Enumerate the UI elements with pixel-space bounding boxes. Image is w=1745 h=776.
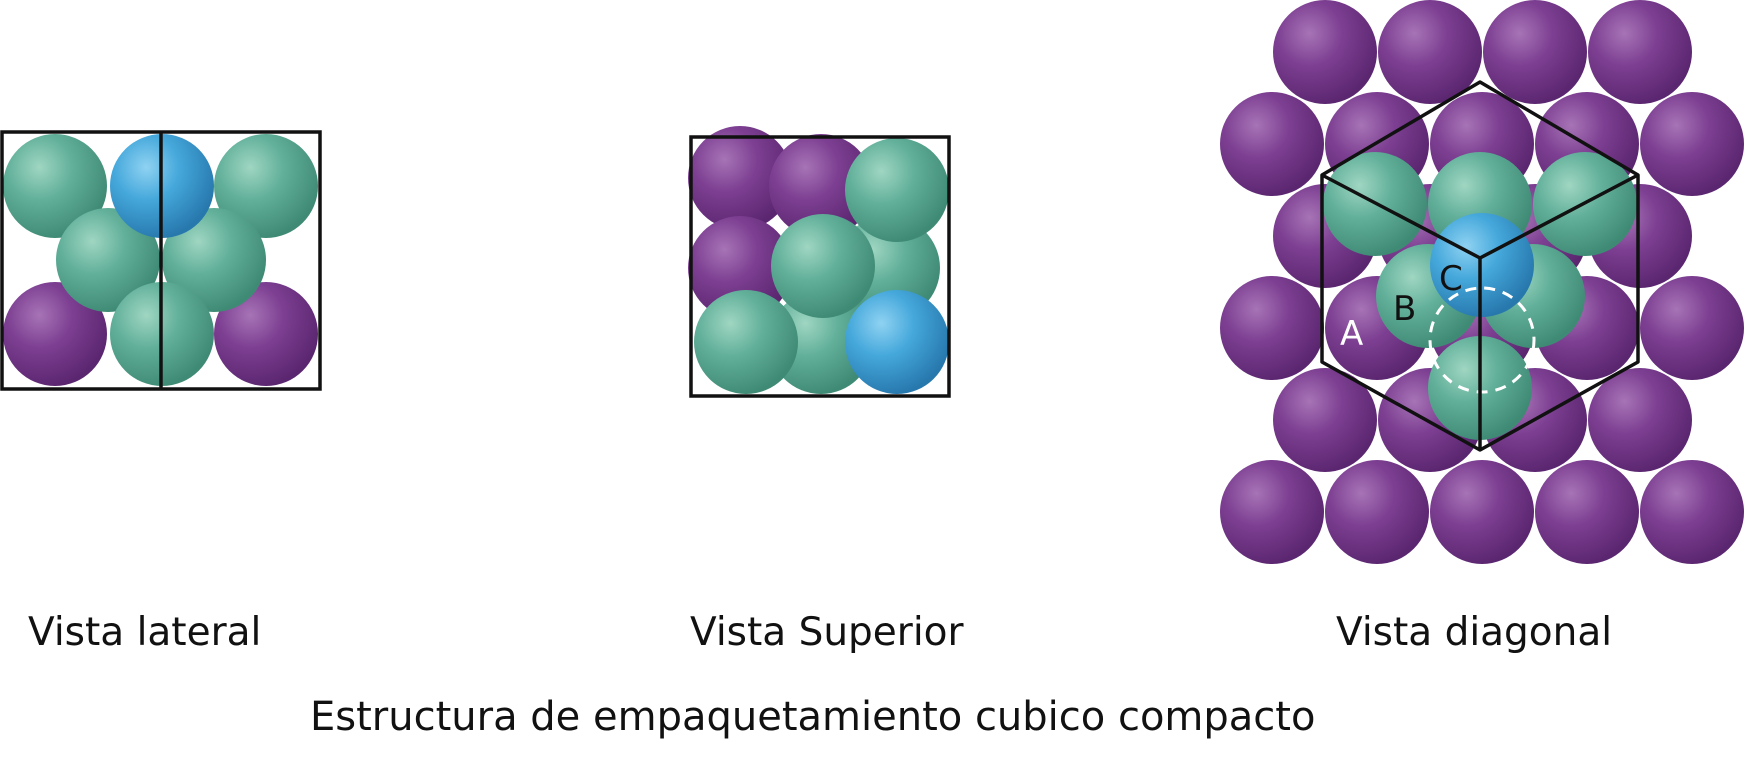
cube-edge	[1479, 173, 1639, 260]
sphere-purple	[769, 134, 873, 238]
diagonal-view-group: A B C	[1220, 0, 1744, 564]
sphere-green	[56, 208, 160, 312]
label-b: B	[1393, 289, 1416, 329]
sphere-purple	[1273, 0, 1377, 104]
side-view-group	[0, 130, 322, 391]
sphere-purple	[1220, 92, 1324, 196]
caption-top-view: Vista Superior	[690, 610, 964, 655]
sphere-blue-layer-c	[1430, 213, 1534, 317]
caption-diagonal-view: Vista diagonal	[1336, 610, 1613, 655]
label-c: C	[1439, 259, 1463, 299]
sphere-purple	[1378, 0, 1482, 104]
sphere-purple	[1588, 368, 1692, 472]
sphere-green	[3, 134, 107, 238]
sphere-purple	[1535, 460, 1639, 564]
sphere-purple	[1430, 460, 1534, 564]
sphere-blue	[845, 290, 949, 394]
sphere-purple	[688, 126, 792, 230]
top-view-frame	[689, 135, 951, 398]
cube-outline	[1320, 80, 1640, 452]
sphere-purple	[1220, 460, 1324, 564]
top-view-spheres	[688, 126, 949, 394]
top-view-group	[688, 126, 951, 398]
sphere-purple	[1273, 368, 1377, 472]
sphere-purple	[1483, 0, 1587, 104]
sphere-green	[162, 208, 266, 312]
caption-side-view: Vista lateral	[28, 610, 262, 655]
cube-edge	[1321, 173, 1481, 260]
sphere-green	[769, 290, 873, 394]
sphere-purple	[3, 282, 107, 386]
sphere-purple	[1325, 460, 1429, 564]
sphere-green	[845, 138, 949, 242]
sphere-green	[771, 214, 875, 318]
dashed-hidden-sphere	[1428, 286, 1536, 394]
sphere-purple	[1640, 460, 1744, 564]
sphere-purple	[1588, 0, 1692, 104]
sphere-purple	[1640, 92, 1744, 196]
sphere-green	[694, 290, 798, 394]
figure-title: Estructura de empaquetamiento cubico com…	[310, 694, 1316, 740]
sphere-purple	[214, 282, 318, 386]
sphere-purple	[1220, 276, 1324, 380]
sphere-purple	[1640, 276, 1744, 380]
sphere-green	[214, 134, 318, 238]
label-a: A	[1340, 314, 1363, 354]
